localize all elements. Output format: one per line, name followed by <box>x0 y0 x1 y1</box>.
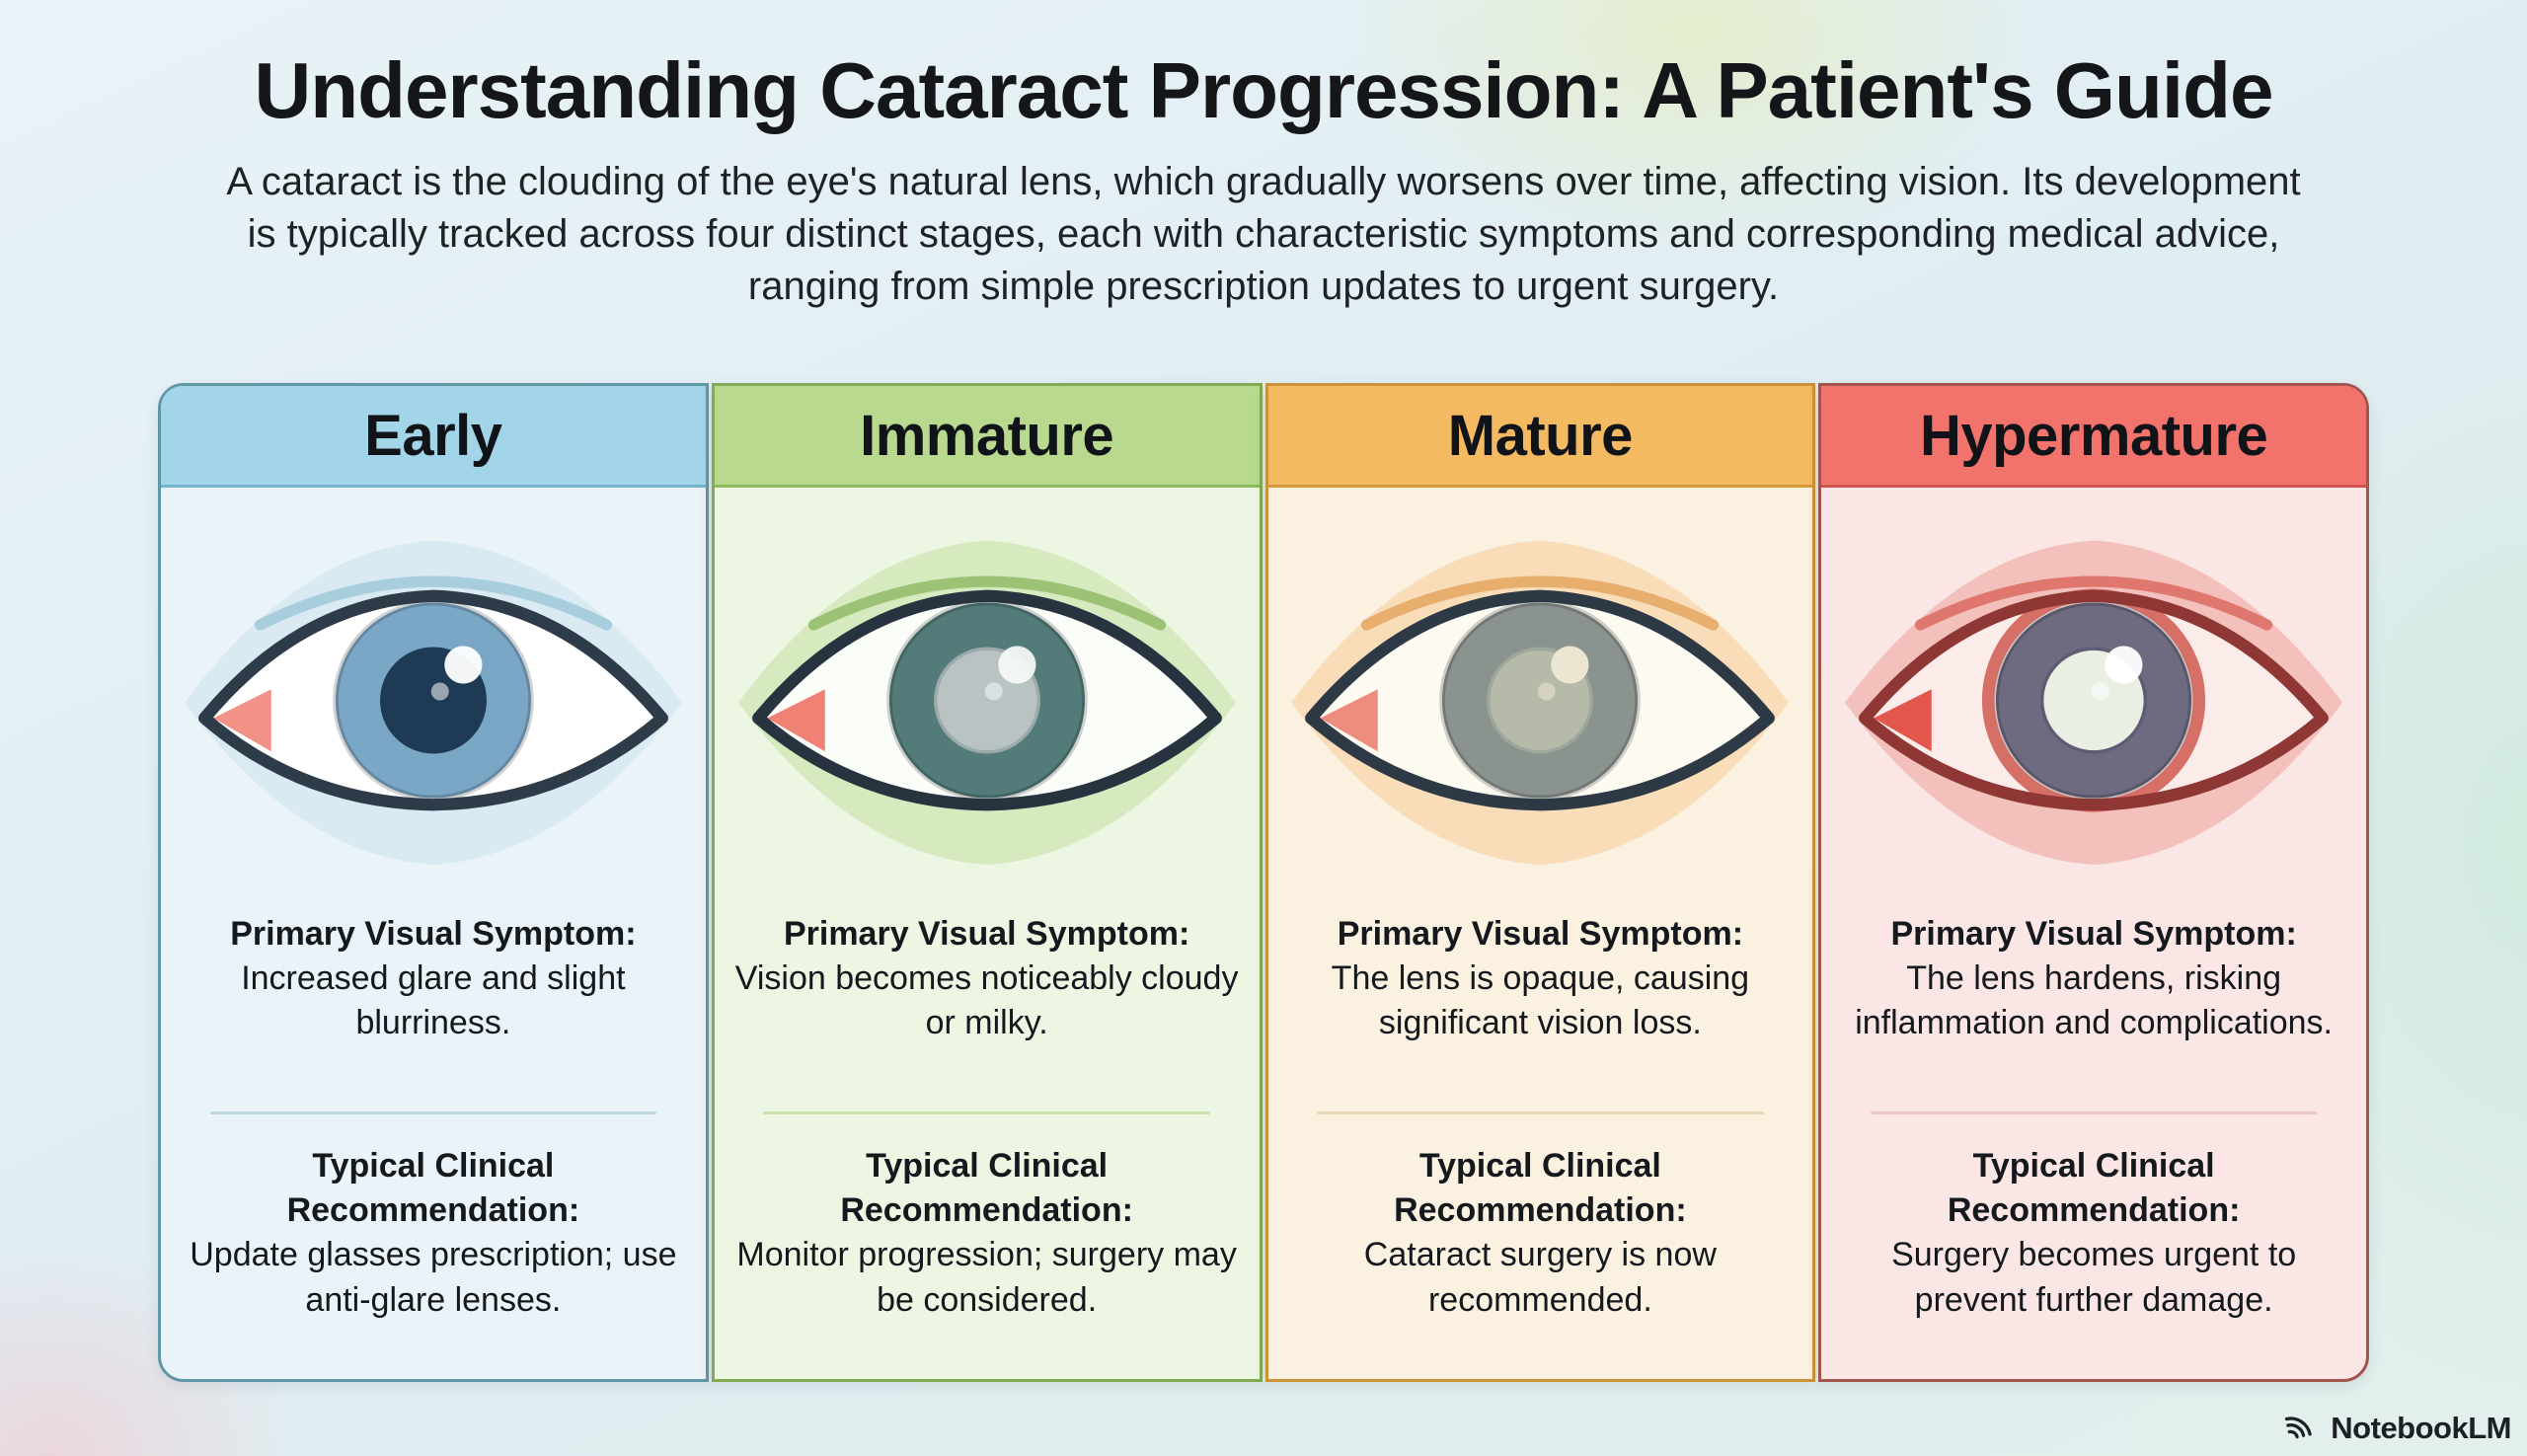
stage-label: Mature <box>1447 403 1634 468</box>
eye-outline <box>1305 589 1776 810</box>
lens-highlight-small <box>1538 682 1557 700</box>
tear-duct <box>1320 688 1379 751</box>
recommendation-section: Typical Clinical Recommendation: Update … <box>161 1144 706 1323</box>
symptom-text: Vision becomes noticeably cloudy or milk… <box>734 959 1239 1042</box>
stage-header-hypermature: Hypermature <box>1821 386 2366 488</box>
recommendation-heading: Typical Clinical Recommendation: <box>1947 1147 2241 1230</box>
immature-eye-icon <box>737 540 1236 865</box>
section-divider <box>763 1111 1210 1114</box>
lens-highlight <box>1551 645 1589 684</box>
eyelid-crease <box>254 575 612 631</box>
symptom-section: Primary Visual Symptom: The lens is opaq… <box>1268 912 1813 1100</box>
stage-card-early: Early Primary Visual Symptom: Increased … <box>158 383 709 1382</box>
recommendation-section: Typical Clinical Recommendation: Monitor… <box>715 1144 1260 1323</box>
tear-duct <box>766 688 825 751</box>
recommendation-section: Typical Clinical Recommendation: Surgery… <box>1821 1144 2366 1323</box>
lens-highlight-small <box>2091 682 2109 700</box>
eye-outline <box>197 589 668 810</box>
eye-outline <box>1859 589 2330 810</box>
recommendation-heading: Typical Clinical Recommendation: <box>1394 1147 1687 1230</box>
symptom-heading: Primary Visual Symptom: <box>783 915 1190 953</box>
eyelid-crease <box>807 575 1166 631</box>
recommendation-text: Update glasses prescription; use anti-gl… <box>190 1236 677 1319</box>
brand-name: NotebookLM <box>2331 1411 2511 1445</box>
notebooklm-arcs-icon <box>2285 1416 2313 1438</box>
recommendation-section: Typical Clinical Recommendation: Catarac… <box>1268 1144 1813 1323</box>
eyelid-crease <box>1915 575 2273 631</box>
stage-header-mature: Mature <box>1267 386 1813 488</box>
stage-card-immature: Immature Primary Visual Symptom: Vision … <box>711 383 1263 1382</box>
lens-highlight <box>444 645 483 684</box>
lens-highlight-small <box>430 682 449 700</box>
eye-illustration-wrap <box>715 488 1260 912</box>
recommendation-text: Cataract surgery is now recommended. <box>1363 1236 1717 1319</box>
recommendation-text: Surgery becomes urgent to prevent furthe… <box>1891 1236 2297 1319</box>
eye-illustration-wrap <box>1821 488 2366 912</box>
stage-card-mature: Mature Primary Visual Symptom: The lens … <box>1264 383 1816 1382</box>
stage-comparison-table: Early Primary Visual Symptom: Increased … <box>158 383 2369 1382</box>
symptom-section: Primary Visual Symptom: Vision becomes n… <box>715 912 1260 1100</box>
section-divider <box>1317 1111 1764 1114</box>
page-title: Understanding Cataract Progression: A Pa… <box>254 46 2274 134</box>
stage-card-hypermature: Hypermature Primary Visual Symptom: The … <box>1818 383 2369 1382</box>
stage-label: Immature <box>860 403 1114 468</box>
lens-highlight <box>2105 645 2143 684</box>
symptom-heading: Primary Visual Symptom: <box>230 915 637 953</box>
symptom-section: Primary Visual Symptom: The lens hardens… <box>1821 912 2366 1100</box>
tear-duct <box>213 688 271 751</box>
section-divider <box>1870 1111 2318 1114</box>
symptom-heading: Primary Visual Symptom: <box>1890 915 2297 953</box>
stage-header-early: Early <box>161 386 706 488</box>
symptom-text: Increased glare and slight blurriness. <box>241 959 626 1042</box>
page-subtitle: A cataract is the clouding of the eye's … <box>226 160 2301 308</box>
recommendation-heading: Typical Clinical Recommendation: <box>286 1147 580 1230</box>
stage-header-immature: Immature <box>714 386 1260 488</box>
tear-duct <box>1874 688 1932 751</box>
symptom-text: The lens is opaque, causing significant … <box>1331 959 1750 1042</box>
eye-illustration-wrap <box>1268 488 1813 912</box>
recommendation-heading: Typical Clinical Recommendation: <box>840 1147 1133 1230</box>
hypermature-eye-icon <box>1845 540 2343 865</box>
stage-label: Early <box>364 403 502 468</box>
eye-illustration-wrap <box>161 488 706 912</box>
symptom-heading: Primary Visual Symptom: <box>1337 915 1744 953</box>
symptom-text: The lens hardens, risking inflammation a… <box>1855 959 2334 1042</box>
eyelid-crease <box>1361 575 1720 631</box>
mature-eye-icon <box>1291 540 1790 865</box>
stage-label: Hypermature <box>1919 403 2268 468</box>
lens-highlight-small <box>984 682 1003 700</box>
eye-outline <box>751 589 1222 810</box>
recommendation-text: Monitor progression; surgery may be cons… <box>736 1236 1237 1319</box>
symptom-section: Primary Visual Symptom: Increased glare … <box>161 912 706 1100</box>
section-divider <box>209 1111 657 1114</box>
lens-highlight <box>997 645 1036 684</box>
early-eye-icon <box>184 540 682 865</box>
brand-watermark: NotebookLM <box>2283 1411 2511 1446</box>
